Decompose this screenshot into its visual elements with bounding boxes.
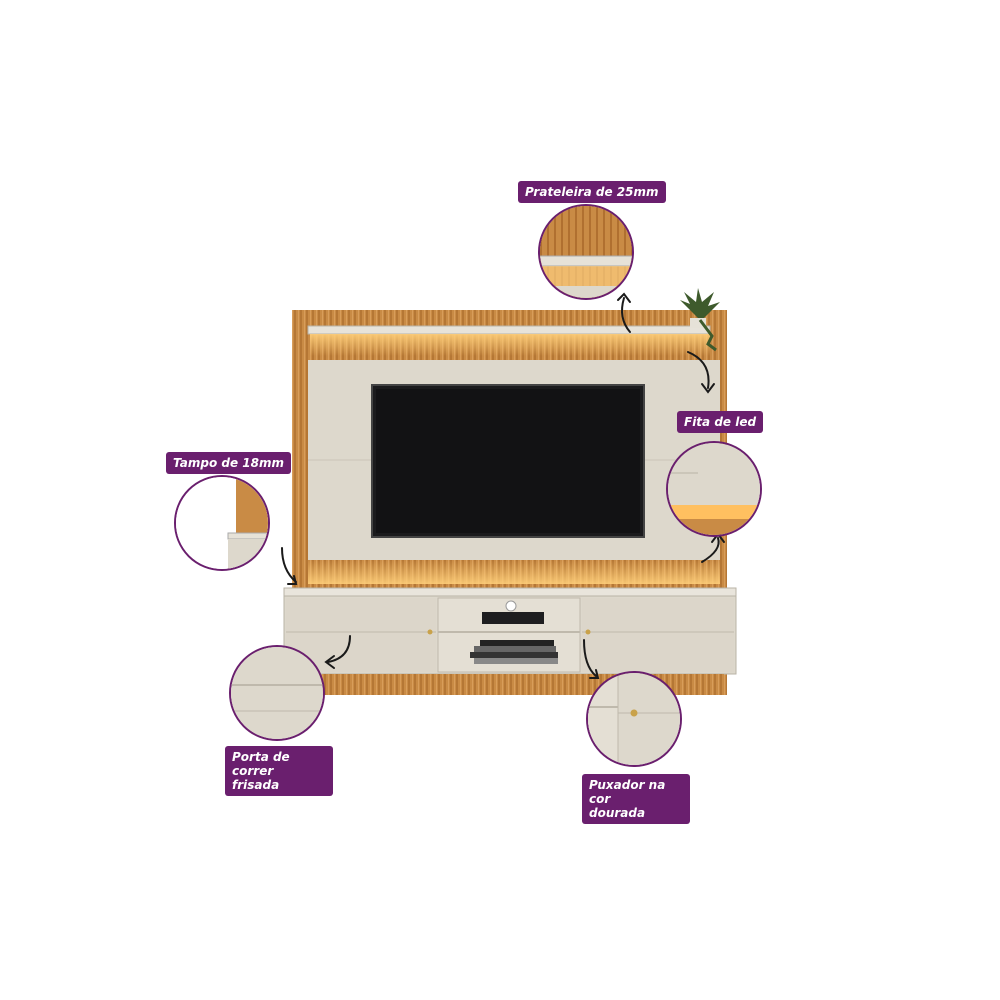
label-handle-line1: Puxador na cor	[589, 778, 666, 806]
led-glow-bottom	[308, 560, 720, 584]
door-handle-right	[585, 629, 591, 635]
led-glow-top	[310, 334, 710, 356]
zoom-handle-detail	[586, 671, 682, 767]
zoom-top-detail	[174, 475, 270, 571]
label-door-line1: Porta de correr	[232, 750, 290, 778]
label-top: Tampo de 18mm	[166, 452, 291, 474]
set-top-box	[482, 612, 544, 624]
zoom-shelf-detail	[538, 204, 634, 300]
door-handle-left	[427, 629, 433, 635]
label-door-line2: frisada	[232, 778, 280, 792]
top-shelf	[307, 325, 711, 335]
zoom-door-detail	[229, 645, 325, 741]
label-handle: Puxador na cor dourada	[582, 774, 690, 824]
label-led: Fita de led	[677, 411, 764, 433]
label-shelf: Prateleira de 25mm	[518, 181, 666, 203]
plant	[680, 288, 720, 352]
label-door: Porta de correr frisada	[225, 746, 333, 796]
rack-top	[283, 587, 737, 597]
books	[470, 640, 558, 664]
zoom-led-detail	[666, 441, 762, 537]
label-handle-line2: dourada	[589, 806, 646, 820]
